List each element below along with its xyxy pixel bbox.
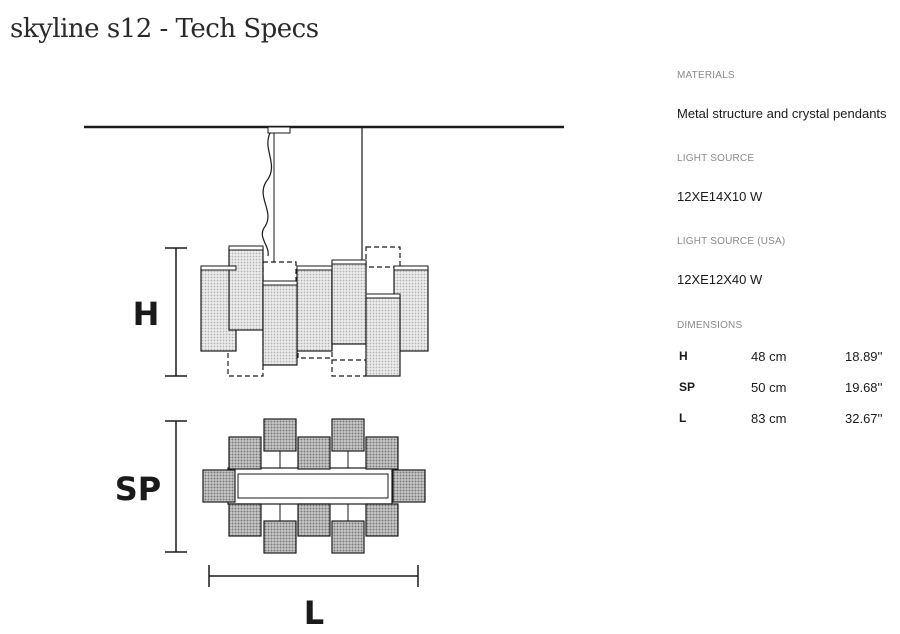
dimension-cm: 50 cm (751, 380, 787, 395)
front-pendant (331, 261, 367, 345)
materials-label: MATERIALS (677, 70, 735, 81)
light-source-value: 12XE14X10 W (677, 189, 763, 204)
dimension-inches: 32.67'' (845, 411, 883, 426)
front-pendant (228, 247, 264, 331)
front-pendant-hidden (262, 261, 297, 283)
dimension-sp-label: SP (115, 470, 162, 508)
tech-drawing: H SP L (84, 125, 564, 632)
dimension-l-label: L (304, 594, 324, 632)
light-source-usa-label: LIGHT SOURCE (USA) (677, 236, 786, 247)
front-pendant-hidden (331, 359, 367, 377)
dimensions-label: DIMENSIONS (677, 320, 743, 331)
dimension-cm: 48 cm (751, 349, 787, 364)
front-pendant (262, 282, 298, 366)
top-view-crystals (202, 418, 426, 554)
front-pendant-hidden (365, 246, 401, 268)
top-view-frame-inner (237, 473, 389, 499)
front-pendant (365, 295, 401, 377)
dimension-key: H (679, 349, 688, 363)
front-pendant (296, 267, 333, 352)
light-source-usa-value: 12XE12X40 W (677, 272, 763, 287)
dimension-h-label: H (133, 295, 160, 333)
ceiling-canopy (267, 126, 291, 134)
dimension-cm: 83 cm (751, 411, 787, 426)
dimension-inches: 18.89'' (845, 349, 883, 364)
power-cord (261, 132, 273, 257)
pendant-caps (200, 245, 429, 299)
dimension-inches: 19.68'' (845, 380, 883, 395)
materials-value: Metal structure and crystal pendants (677, 106, 887, 121)
light-source-label: LIGHT SOURCE (677, 153, 755, 164)
dimension-key: SP (679, 380, 696, 394)
dimension-key: L (679, 411, 687, 425)
page-title: skyline s12 - Tech Specs (10, 14, 319, 44)
